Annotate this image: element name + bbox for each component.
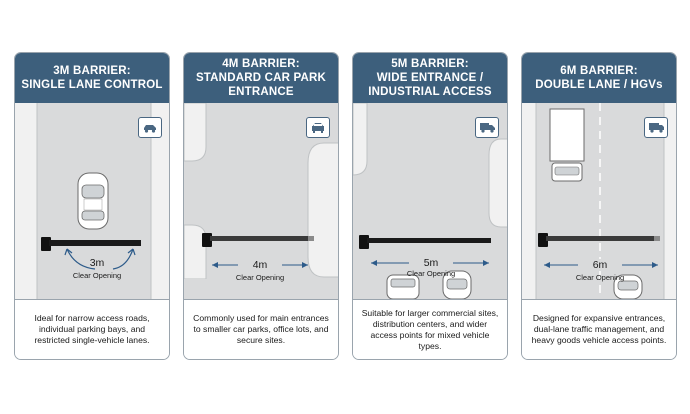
panel-header: 4M BARRIER: STANDARD CAR PARK ENTRANCE (184, 53, 338, 103)
road-scene: 6m Clear Opening (522, 103, 676, 299)
description-text: Commonly used for main entrances to smal… (193, 313, 329, 345)
panel-4m-barrier: 4M BARRIER: STANDARD CAR PARK ENTRANCE 4… (183, 52, 339, 360)
panel-description: Commonly used for main entrances to smal… (184, 299, 338, 359)
panel-title: 3M BARRIER: SINGLE LANE CONTROL (21, 65, 163, 91)
barrier-post (41, 237, 51, 251)
panel-header: 5M BARRIER: WIDE ENTRANCE / INDUSTRIAL A… (353, 53, 507, 103)
panel-title: 5M BARRIER: WIDE ENTRANCE / INDUSTRIAL A… (368, 58, 492, 98)
road-scene: 4m Clear Opening (184, 103, 338, 299)
barrier-arm (49, 240, 141, 246)
dimension-label: 3m (89, 257, 105, 269)
road-scene: 5m Clear Opening (353, 103, 507, 299)
panel-title: 4M BARRIER: STANDARD CAR PARK ENTRANCE (195, 58, 327, 98)
dimension-label: 4m (238, 259, 282, 271)
barrier-post (359, 235, 369, 249)
description-text: Designed for expansive entrances, dual-l… (531, 313, 667, 345)
panel-description: Suitable for larger commercial sites, di… (353, 299, 507, 359)
truck-top-view (549, 108, 585, 182)
car-top-view (613, 274, 643, 299)
panel-3m-barrier: 3M BARRIER: SINGLE LANE CONTROL (14, 52, 170, 360)
van-top-view (386, 274, 420, 299)
van-icon (475, 117, 499, 138)
barrier-arm (367, 238, 491, 243)
dimension-label: 5m (409, 257, 453, 269)
road-scene: 3m Clear Opening (15, 103, 169, 299)
dimension-label: 6m (578, 259, 622, 271)
barrier-arm (546, 236, 658, 241)
description-text: Ideal for narrow access roads, individua… (34, 313, 150, 345)
dimension-sub-label: Clear Opening (235, 273, 285, 282)
car-top-view (77, 172, 109, 230)
dimension-sub-label: Clear Opening (72, 271, 122, 280)
barrier-post (538, 233, 548, 247)
dimension-sub-label: Clear Opening (575, 273, 625, 282)
panel-5m-barrier: 5M BARRIER: WIDE ENTRANCE / INDUSTRIAL A… (352, 52, 508, 360)
car-icon (138, 117, 162, 138)
barrier-post (202, 233, 212, 247)
dimension-sub-label: Clear Opening (406, 269, 456, 278)
truck-icon (644, 117, 668, 138)
barrier-arm (210, 236, 312, 241)
panel-6m-barrier: 6M BARRIER: DOUBLE LANE / HGVs (521, 52, 677, 360)
panel-description: Ideal for narrow access roads, individua… (15, 299, 169, 359)
car-front-icon (306, 117, 330, 138)
car-top-view (442, 270, 472, 299)
panel-header: 3M BARRIER: SINGLE LANE CONTROL (15, 53, 169, 103)
panel-title: 6M BARRIER: DOUBLE LANE / HGVs (535, 65, 663, 91)
panel-header: 6M BARRIER: DOUBLE LANE / HGVs (522, 53, 676, 103)
panel-description: Designed for expansive entrances, dual-l… (522, 299, 676, 359)
description-text: Suitable for larger commercial sites, di… (361, 307, 499, 351)
